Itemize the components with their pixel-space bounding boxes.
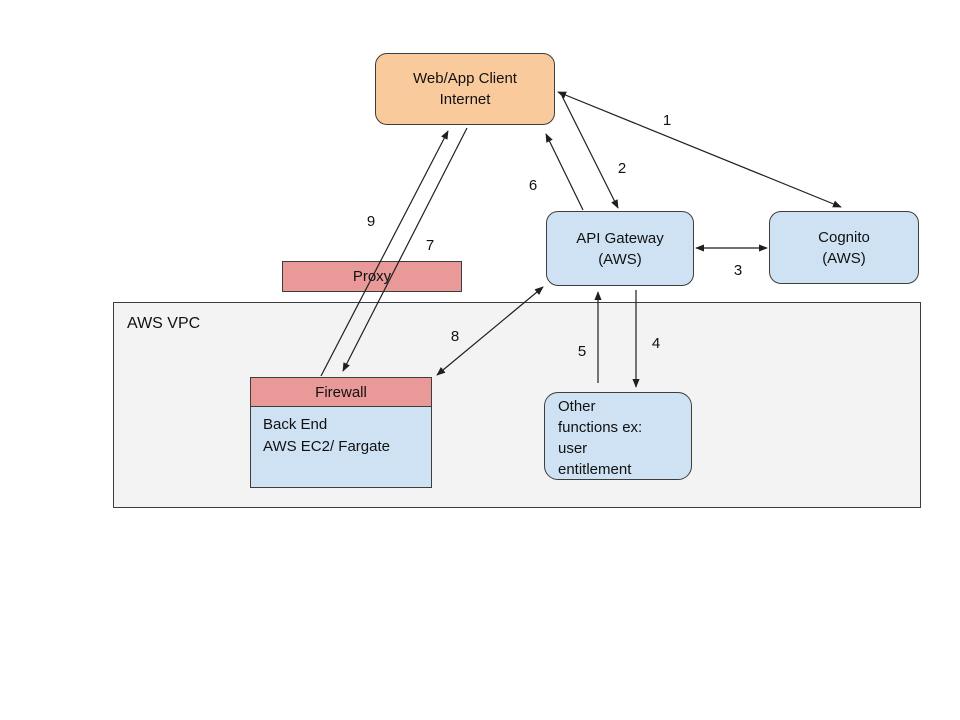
api-gateway-label-line2: (AWS) bbox=[598, 250, 642, 268]
arrow-step-label-9: 9 bbox=[367, 213, 375, 230]
arrow-web-app-client-to-cognito bbox=[557, 91, 842, 208]
arrow-web-app-client-to-api-gateway bbox=[561, 95, 619, 209]
client-label-line1: Web/App Client bbox=[413, 70, 517, 87]
other-functions-label-line1: Other bbox=[558, 398, 596, 415]
backend-label-line1: Back End bbox=[263, 416, 328, 433]
node-web-app-client: Web/App Client Internet bbox=[375, 53, 555, 125]
other-functions-label-line3: user bbox=[558, 440, 588, 457]
node-other-functions: Other functions ex: user entitlement bbox=[544, 392, 692, 480]
arrow-step-label-6: 6 bbox=[529, 177, 537, 194]
cognito-label-line1: Cognito bbox=[818, 228, 870, 246]
node-backend-stack: Firewall Back End AWS EC2/ Fargate bbox=[250, 377, 432, 488]
node-firewall: Firewall bbox=[250, 377, 432, 407]
node-proxy: Proxy bbox=[282, 261, 462, 292]
arrow-api-gateway-to-web-app-client bbox=[545, 133, 584, 211]
arrow-step-label-3: 3 bbox=[734, 262, 742, 279]
firewall-label: Firewall bbox=[315, 383, 367, 401]
cognito-label-line2: (AWS) bbox=[822, 249, 866, 267]
arrow-step-label-1: 1 bbox=[663, 112, 671, 129]
node-api-gateway: API Gateway (AWS) bbox=[546, 211, 694, 286]
client-label-line2: Internet bbox=[439, 91, 491, 108]
backend-label-line2: AWS EC2/ Fargate bbox=[263, 438, 390, 455]
proxy-label: Proxy bbox=[352, 268, 392, 285]
arrow-step-label-7: 7 bbox=[426, 237, 434, 254]
other-functions-label-line4: entitlement bbox=[558, 461, 632, 478]
other-functions-label-line2: functions ex: bbox=[558, 419, 643, 436]
node-cognito: Cognito (AWS) bbox=[769, 211, 919, 284]
api-gateway-label-line1: API Gateway bbox=[576, 229, 664, 247]
container-aws-vpc: AWS VPC bbox=[113, 302, 921, 508]
node-backend: Back End AWS EC2/ Fargate bbox=[250, 407, 432, 488]
arrow-step-label-2: 2 bbox=[618, 160, 626, 177]
aws-vpc-label: AWS VPC bbox=[127, 315, 201, 332]
